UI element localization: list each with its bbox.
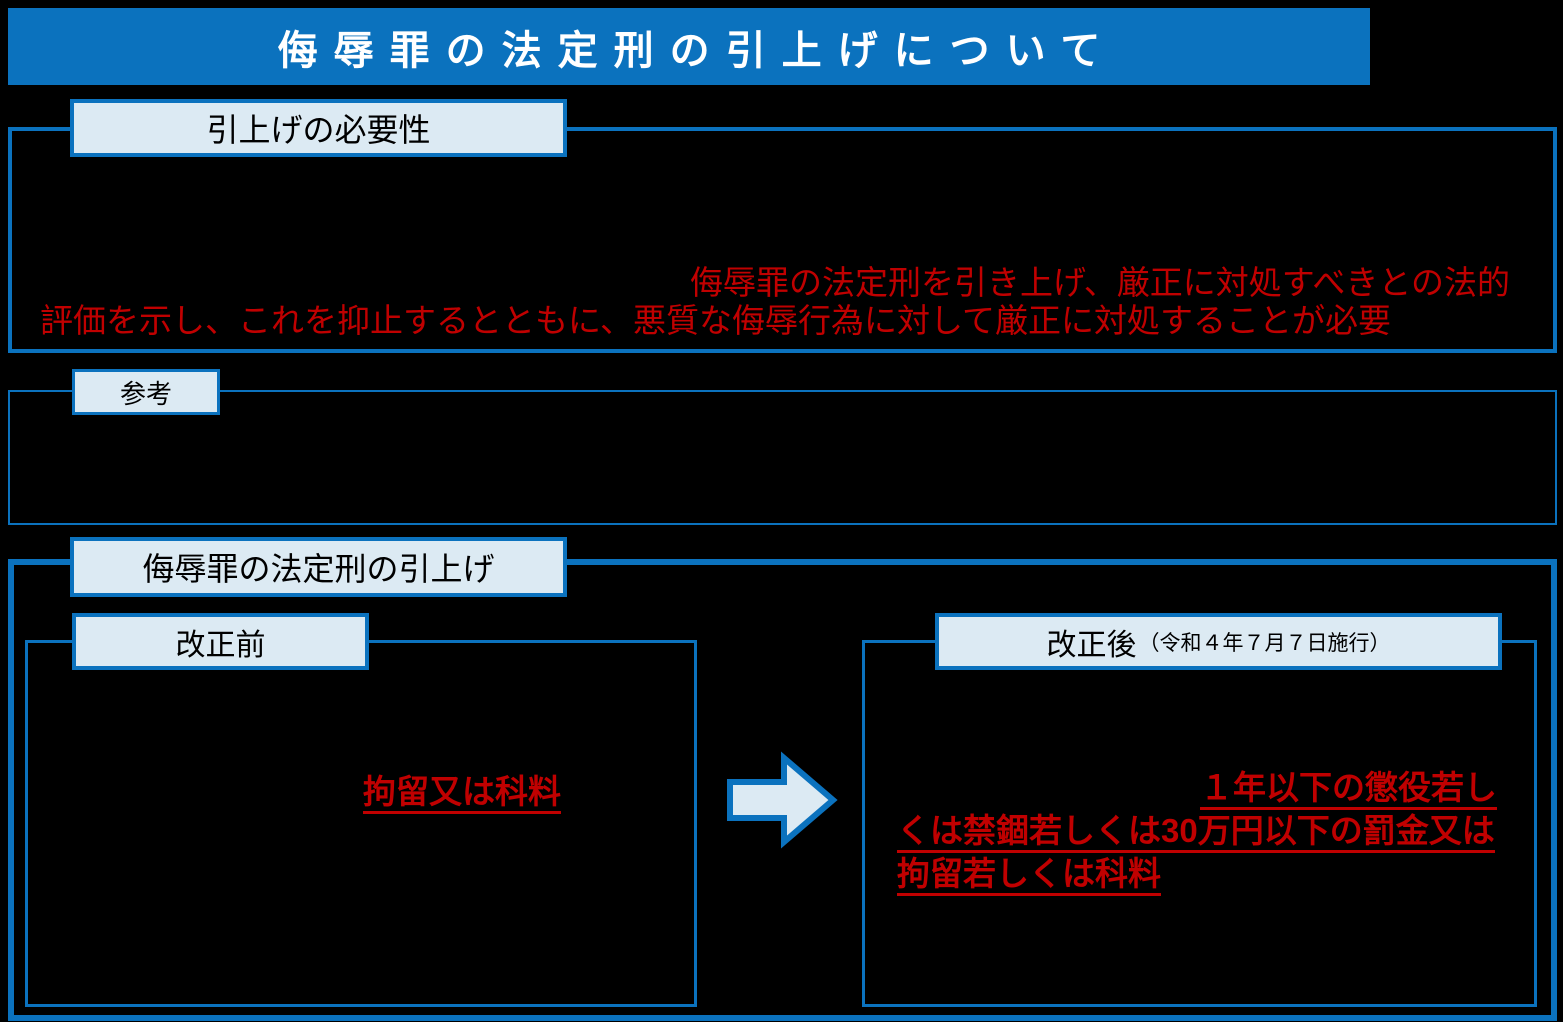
page-title: 侮辱罪の法定刑の引上げについて (277, 28, 1117, 73)
before-revision-label: 改正前 (72, 613, 369, 670)
necessity-highlight-line2: 評価を示し、これを抑止するとともに、悪質な侮辱行為に対して厳正に対処することが必… (40, 302, 1392, 339)
after-revision-label: 改正後 （令和４年７月７日施行） (935, 613, 1502, 670)
reference-section-label: 参考 (72, 369, 220, 415)
after-penalty-line3: 拘留若しくは科料 (897, 854, 1161, 896)
necessity-section-label: 引上げの必要性 (70, 99, 567, 157)
reference-section-box (8, 390, 1557, 525)
reference-label-text: 参考 (119, 378, 172, 409)
necessity-highlight-line1: 侮辱罪の法定刑を引き上げ、厳正に対処すべきとの法的 (690, 264, 1511, 301)
after-penalty-line1: １年以下の懲役若し (1200, 768, 1497, 810)
revision-label-text: 侮辱罪の法定刑の引上げ (142, 551, 495, 587)
before-label-text: 改正前 (175, 628, 266, 662)
revision-section-label: 侮辱罪の法定刑の引上げ (70, 537, 567, 597)
necessity-section-box (8, 127, 1557, 353)
after-label-text: 改正後 (1046, 628, 1137, 662)
right-arrow-icon (726, 750, 838, 850)
necessity-label-text: 引上げの必要性 (206, 112, 431, 148)
before-revision-box (25, 640, 697, 1007)
after-penalty-line2: くは禁錮若しくは30万円以下の罰金又は (897, 811, 1495, 853)
before-penalty-text: 拘留又は科料 (363, 772, 561, 814)
title-bar: 侮辱罪の法定刑の引上げについて (8, 8, 1370, 85)
after-label-note: （令和４年７月７日施行） (1138, 631, 1391, 655)
revision-section-box (8, 559, 1557, 1021)
